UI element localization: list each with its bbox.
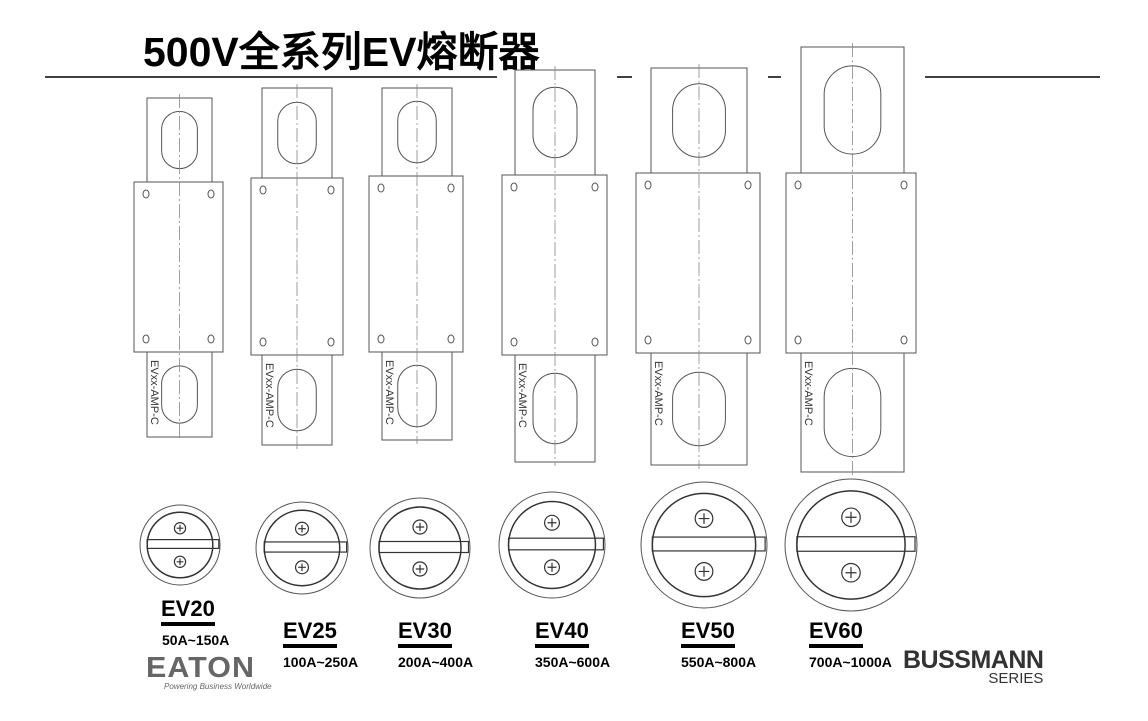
ev25-screw-cross [298, 524, 306, 533]
bussmann-logo: BUSSMANN SERIES [903, 646, 1044, 687]
fuse-range-ev60: 700A~1000A [809, 654, 892, 670]
bussmann-logo-series: SERIES [988, 670, 1044, 687]
fuse-range-ev40: 350A~600A [535, 654, 611, 670]
ev20-mounting-hole [207, 189, 215, 199]
ev40-end-outer-ring [498, 491, 606, 599]
fuse-range-ev25: 100A~250A [283, 654, 359, 670]
ev50-fuse-body [635, 172, 761, 354]
ev50-end-outer-ring [640, 481, 768, 609]
fuse-model-ev50: EV50 [681, 619, 735, 648]
ev20-end-outer-ring [139, 504, 221, 586]
ev20-mounting-hole [142, 334, 150, 344]
ev25-screw-icon [294, 521, 310, 536]
ev20-screw-cross [176, 558, 184, 566]
ev50-mounting-hole [744, 180, 752, 190]
ev40-mounting-hole [510, 182, 518, 192]
ev30-end-outer-ring [369, 497, 471, 599]
fuse-range-ev20: 50A~150A [162, 632, 230, 648]
ev50-screw-cross [698, 566, 710, 577]
ev20-mounting-hole [142, 189, 150, 199]
ev60-mounting-hole [794, 180, 802, 190]
fuse-model-ev40: EV40 [535, 619, 589, 648]
ev60-screw-icon [841, 562, 861, 583]
ev25-mounting-hole [327, 185, 335, 195]
ev60-screw-cross [845, 511, 857, 523]
ev25-screw-cross [298, 563, 306, 572]
bussmann-logo-word: BUSSMANN [903, 646, 1044, 674]
ev60-mounting-hole [900, 335, 908, 345]
fuse-model-ev60: EV60 [809, 619, 863, 648]
ev25-part-marking: EVxx-AMP-C [263, 363, 275, 428]
ev40-part-marking: EVxx-AMP-C [516, 363, 528, 428]
ev40-mounting-hole [591, 337, 599, 347]
ev30-fuse-body [368, 175, 464, 353]
ev60-screw-cross [845, 567, 857, 579]
ev60-screw-icon [841, 507, 861, 528]
ev25-end-outer-ring [255, 501, 349, 595]
ev50-mounting-hole [644, 180, 652, 190]
ev30-mounting-hole [377, 334, 385, 344]
fuse-model-ev20: EV20 [161, 597, 215, 626]
ev25-bottom-slot [277, 368, 317, 432]
page-title: 500V全系列EV熔断器 [143, 29, 540, 75]
ev25-end-bar [263, 541, 348, 553]
ev30-screw-icon [412, 561, 428, 577]
ev40-end-bar [507, 537, 605, 551]
ev20-screw-icon [173, 555, 187, 569]
ev30-mounting-hole [447, 334, 455, 344]
ev40-screw-icon [543, 559, 561, 576]
ev30-part-marking: EVxx-AMP-C [383, 360, 395, 425]
eaton-logo-word: EATON [146, 652, 256, 684]
ev20-screw-icon [173, 522, 187, 535]
ev40-mounting-hole [591, 182, 599, 192]
ev40-fuse-body [501, 174, 608, 356]
ev50-screw-icon [694, 562, 714, 581]
ev25-mounting-hole [259, 337, 267, 347]
ev30-mounting-hole [377, 183, 385, 193]
ev60-end-inner-ring [796, 490, 906, 600]
ev25-mounting-hole [327, 337, 335, 347]
fuse-model-ev30: EV30 [398, 619, 452, 648]
fuse-range-ev50: 550A~800A [681, 654, 757, 670]
ev40-screw-cross [547, 518, 557, 528]
ev60-mounting-hole [900, 180, 908, 190]
ev30-screw-icon [412, 519, 428, 535]
fuse-model-ev25: EV25 [283, 619, 337, 648]
ev60-end-outer-ring [784, 478, 918, 612]
ev60-fuse-body [785, 172, 917, 354]
eaton-logo-tagline: Powering Business Worldwide [164, 682, 272, 691]
ev20-screw-cross [176, 524, 184, 532]
ev50-end-bar [651, 536, 766, 552]
ev25-mounting-hole [259, 185, 267, 195]
ev50-end-inner-ring [651, 492, 757, 598]
fuse-range-ev30: 200A~400A [398, 654, 474, 670]
ev50-screw-icon [694, 509, 714, 528]
ev30-end-bar [378, 540, 470, 554]
ev50-mounting-hole [644, 335, 652, 345]
ev20-part-marking: EVxx-AMP-C [148, 360, 160, 425]
ev30-end-inner-ring [378, 506, 462, 590]
ev25-screw-icon [294, 560, 310, 575]
ev20-mounting-hole [207, 334, 215, 344]
ev60-end-bar [796, 536, 916, 552]
ev60-part-marking: EVxx-AMP-C [802, 361, 814, 426]
ev20-end-bar [146, 538, 220, 549]
eaton-logo: EATON Powering Business Worldwide [146, 654, 272, 694]
ev40-mounting-hole [510, 337, 518, 347]
ev60-mounting-hole [794, 335, 802, 345]
ev30-screw-cross [415, 522, 425, 532]
ev20-fuse-body [133, 181, 224, 353]
ev50-part-marking: EVxx-AMP-C [652, 361, 664, 426]
ev30-screw-cross [415, 564, 425, 574]
ev30-mounting-hole [447, 183, 455, 193]
ev50-screw-cross [698, 513, 710, 524]
ev40-screw-icon [543, 514, 561, 531]
ev40-end-inner-ring [507, 500, 597, 590]
ev50-mounting-hole [744, 335, 752, 345]
ev40-screw-cross [547, 562, 557, 572]
ev25-end-inner-ring [263, 509, 341, 587]
